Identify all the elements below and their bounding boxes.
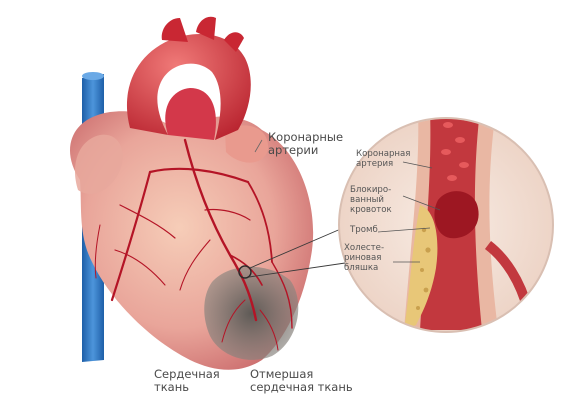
- dead-tissue-area: [204, 267, 298, 360]
- inset-label-blocked-flow: Блокиро- ванный кровоток: [350, 186, 392, 216]
- aorta: [127, 17, 251, 140]
- label-coronary-arteries: Коронарные артерии: [268, 131, 343, 157]
- artery-inset: [339, 110, 553, 332]
- inset-label-thrombus: Тромб: [350, 226, 378, 236]
- label-heart-tissue: Сердечная ткань: [154, 368, 220, 394]
- inset-label-coronary-artery: Коронарная артерия: [356, 150, 410, 170]
- label-dead-tissue: Отмершая сердечная ткань: [250, 368, 353, 394]
- inset-label-cholesterol-plaque: Холесте- риновая бляшка: [344, 244, 384, 274]
